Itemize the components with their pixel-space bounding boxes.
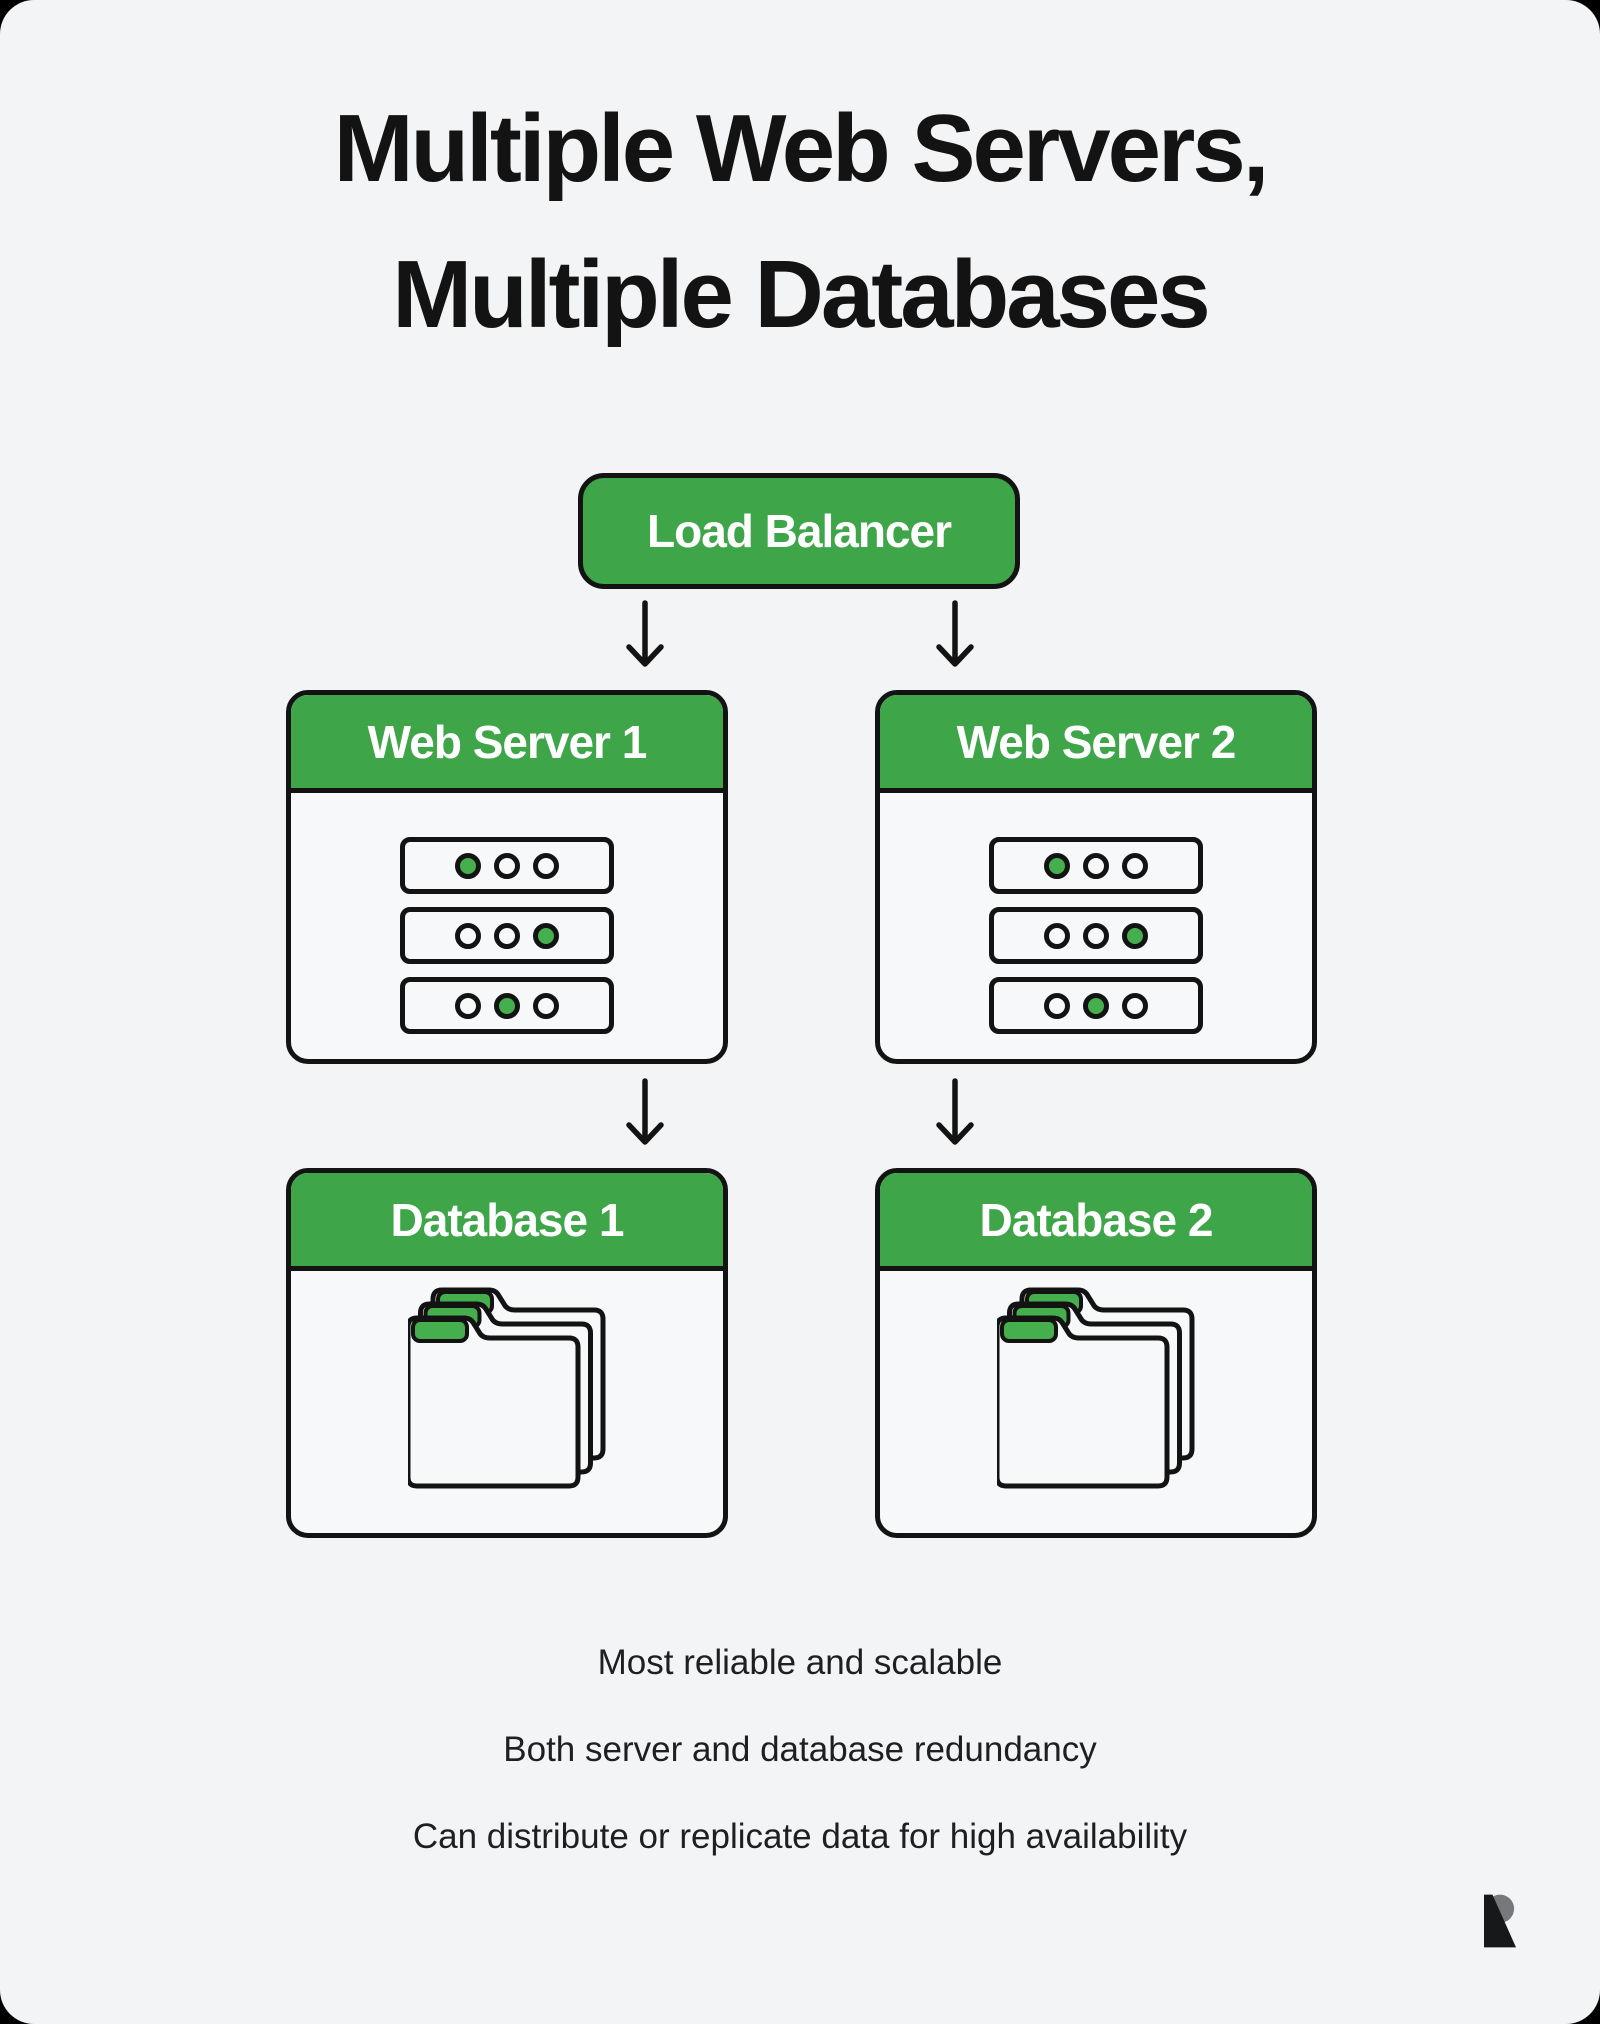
led-indicator-off [1083,852,1109,879]
r-logo [1484,1894,1516,1948]
database-2-header: Database 2 [880,1173,1312,1271]
led-indicator-on [455,852,481,879]
web-server-2-label: Web Server 2 [956,715,1237,768]
database-folders-icon [997,1287,1195,1489]
database-1-node: Database 1 [286,1168,728,1538]
database-2-label: Database 2 [979,1193,1214,1246]
page-title: Multiple Web Servers, Multiple Databases [0,76,1600,368]
title-line-2: Multiple Databases [392,241,1211,348]
load-balancer-node: Load Balancer [578,473,1020,589]
led-indicator-on [533,922,559,949]
arrow-down-icon [626,1078,664,1145]
web-server-2-header: Web Server 2 [880,695,1312,793]
led-indicator-on [494,992,520,1019]
database-folders-icon [408,1287,606,1489]
web-server-1-body [291,793,723,1034]
database-2-body [880,1271,1312,1489]
led-indicator-off [1083,922,1109,949]
notes-section: Most reliable and scalable Both server a… [0,1634,1600,1895]
led-indicator-off [1122,852,1148,879]
database-1-body [291,1271,723,1489]
led-indicator-on [1044,852,1070,879]
title-line-1: Multiple Web Servers, [333,95,1270,202]
led-indicator-off [455,992,481,1019]
load-balancer-label: Load Balancer [647,505,952,557]
server-rack-row [400,907,614,964]
led-indicator-off [455,922,481,949]
led-indicator-off [494,922,520,949]
web-server-1-header: Web Server 1 [291,695,723,793]
note-line: Most reliable and scalable [597,1643,1003,1682]
web-server-1-node: Web Server 1 [286,690,728,1064]
led-indicator-off [1044,922,1070,949]
server-rack-icon [400,837,614,1034]
led-indicator-off [533,992,559,1019]
led-indicator-off [533,852,559,879]
led-indicator-on [1122,922,1148,949]
database-2-node: Database 2 [875,1168,1317,1538]
server-rack-row [400,977,614,1034]
database-1-label: Database 1 [390,1193,625,1246]
arrow-down-icon [626,600,664,667]
led-indicator-off [1044,992,1070,1019]
led-indicator-off [494,852,520,879]
arrow-down-icon [936,1078,974,1145]
note-line: Both server and database redundancy [503,1730,1097,1769]
led-indicator-on [1083,992,1109,1019]
web-server-2-body [880,793,1312,1034]
web-server-2-node: Web Server 2 [875,690,1317,1064]
database-1-header: Database 1 [291,1173,723,1271]
led-indicator-off [1122,992,1148,1019]
web-server-1-label: Web Server 1 [367,715,648,768]
server-rack-row [989,907,1203,964]
server-rack-row [989,837,1203,894]
arrow-down-icon [936,600,974,667]
server-rack-row [400,837,614,894]
server-rack-row [989,977,1203,1034]
server-rack-icon [989,837,1203,1034]
note-line: Can distribute or replicate data for hig… [412,1817,1188,1856]
